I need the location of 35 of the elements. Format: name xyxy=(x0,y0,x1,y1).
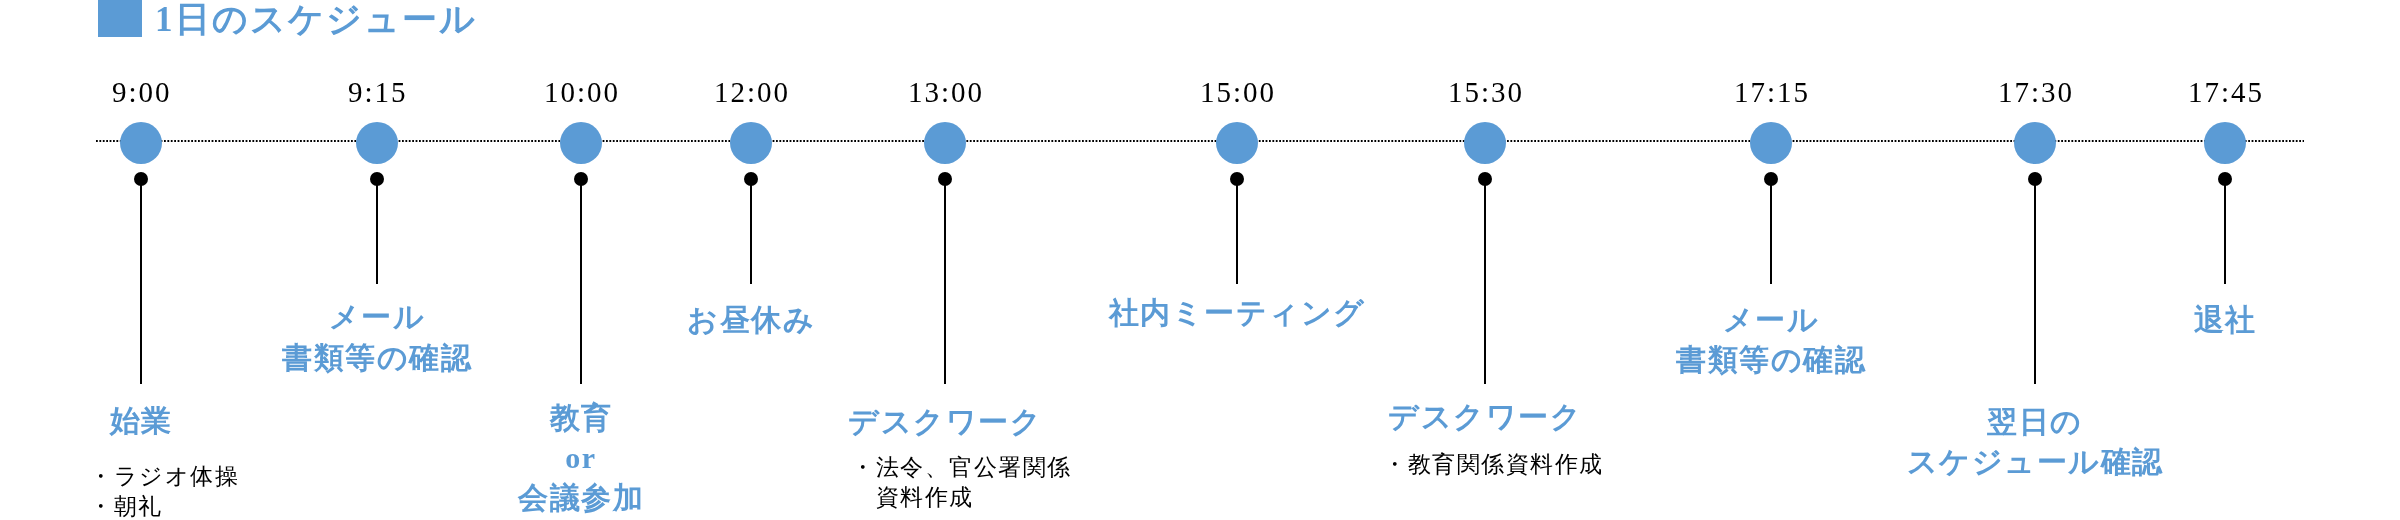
activity-label: メール書類等の確認 xyxy=(277,296,477,378)
time-label: 17:45 xyxy=(2188,75,2265,109)
milestone-circle xyxy=(356,122,398,164)
time-label: 12:00 xyxy=(714,75,791,109)
activity-label: お昼休み xyxy=(687,300,815,340)
time-label: 15:30 xyxy=(1448,75,1525,109)
list-item: ・法令、官公署関係資料作成 xyxy=(851,454,1073,512)
time-label: 9:00 xyxy=(112,75,172,109)
time-label: 17:15 xyxy=(1734,75,1811,109)
milestone-circle xyxy=(560,122,602,164)
milestone-circle xyxy=(2014,122,2056,164)
time-label: 9:15 xyxy=(348,75,408,109)
list-item: ・ラジオ体操 xyxy=(89,463,239,491)
time-label: 17:30 xyxy=(1998,75,2075,109)
time-label: 15:00 xyxy=(1200,75,1277,109)
list-item: ・教育関係資料作成 xyxy=(1383,451,1604,479)
milestone-circle xyxy=(730,122,772,164)
time-label: 13:00 xyxy=(908,75,985,109)
activity-label: 社内ミーティング xyxy=(1108,293,1366,333)
milestone-circle xyxy=(2204,122,2246,164)
activity-label: メール書類等の確認 xyxy=(1671,300,1871,380)
time-label: 10:00 xyxy=(544,75,621,109)
activity-label: 翌日のスケジュール確認 xyxy=(1904,402,2166,482)
activity-label: デスクワーク xyxy=(1388,399,1582,435)
activity-label: デスクワーク xyxy=(848,404,1042,440)
list-item: ・朝礼 xyxy=(89,493,163,520)
activity-label: 教育 or 会議参加 xyxy=(511,398,651,518)
milestone-circle xyxy=(1750,122,1792,164)
milestone-circle xyxy=(120,122,162,164)
activity-label: 退社 xyxy=(2193,300,2257,340)
milestone-circle xyxy=(1216,122,1258,164)
milestone-circle xyxy=(924,122,966,164)
activity-label: 始業 xyxy=(109,403,173,439)
milestone-circle xyxy=(1464,122,1506,164)
title: 1日のスケジュール xyxy=(155,0,477,40)
